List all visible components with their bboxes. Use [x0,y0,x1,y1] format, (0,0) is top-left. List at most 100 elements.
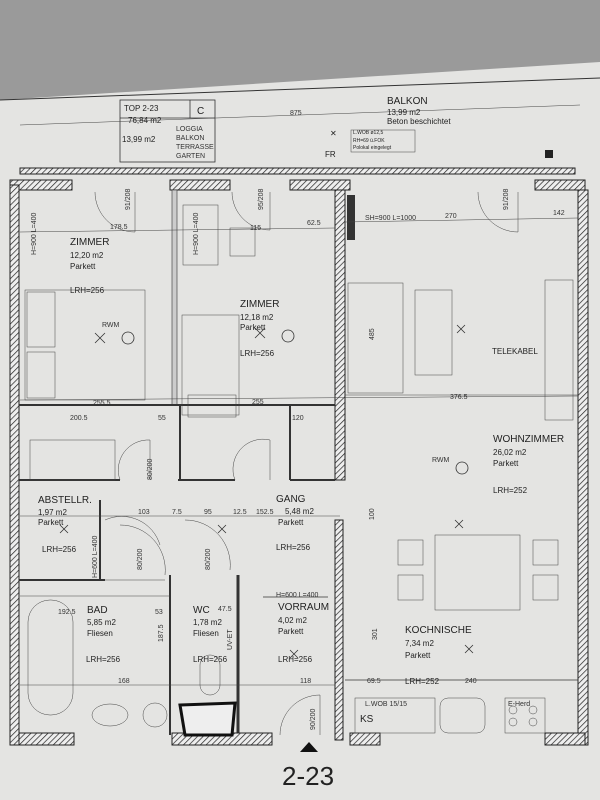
room-height: LRH=256 [86,655,121,664]
room-floor: Parkett [405,651,431,660]
dim-label: 187.5 [158,624,165,642]
dim-label: 103 [138,509,150,516]
room-height: LRH=252 [405,677,440,686]
balcony-name: BALKON [387,96,428,107]
room-vorraum: VORRAUM 4,02 m2 Parkett LRH=256 H=600 L=… [263,592,329,664]
room-height: LRH=256 [42,545,77,554]
room-floor: Parkett [38,518,64,527]
note-line: RH=69 ü.FOK [353,138,385,144]
room-area: 5,48 m2 [285,507,314,516]
balcony-surface: Beton beschichtet [387,117,451,126]
unit-number: TOP 2-23 [124,104,159,113]
room-area: 1,78 m2 [193,618,222,627]
door-swing-living [477,191,519,233]
sink [439,697,486,734]
door-swing-abstell [104,516,161,546]
radiator-label: H=900 L=400 [193,212,200,255]
light-x-icon: ✕ [330,129,337,138]
washbasin [91,703,129,727]
dim-label: 152.5 [256,509,274,516]
room-height: LRH=256 [278,655,313,664]
door-swing-bad [119,524,166,576]
dim-label: 240 [465,678,477,685]
dim-label: 91/208 [503,188,510,210]
dim-label: 80/200 [147,458,154,480]
room-floor: Parkett [278,518,304,527]
door-swing-gang2 [232,438,271,481]
room-name: ZIMMER [240,299,279,310]
room-floor: Parkett [278,627,304,636]
room-name: KOCHNISCHE [405,625,472,636]
room-name: WOHNZIMMER [493,434,564,445]
dim-label: 192.5 [58,609,76,616]
dim-label: 118 [300,678,311,685]
dim-label: 142 [553,210,565,217]
toilet [199,654,221,696]
dim-label: 95 [204,509,212,516]
dim-label: 301 [372,628,379,640]
telekabel-label: TELEKABEL [492,347,538,356]
door-swing-z1 [94,191,136,233]
note-line: Polokal eingelegt [353,145,392,151]
dim-label: 376.5 [450,394,468,401]
stove [504,697,546,734]
dimension-labels: 178.5 255.5 115 62.5 255 270 142 376.5 4… [19,188,579,730]
kitchen-counter [354,697,436,734]
paper-edge [0,0,600,100]
room-floor: Parkett [493,459,519,468]
outdoor-type: BALKON [176,135,204,142]
dim-label: 255 [252,399,264,406]
dim-label: 69.5 [367,678,381,685]
light-fixture-icons [59,324,474,659]
meter-label: L.WOB 15/15 [365,701,407,708]
dim-label: 875 [290,110,302,117]
room-floor: Fliesen [87,629,113,638]
room-wohnzimmer: WOHNZIMMER 26,02 m2 Parkett LRH=252 RWM [432,434,564,495]
smoke-detector-label: RWM [102,322,120,329]
room-zimmer-2: ZIMMER 12,18 m2 Parkett LRH=256 [240,299,279,358]
entry-arrow-icon [300,742,318,752]
dim-label: 80/200 [137,548,144,570]
radiator-label: H=600 L=400 [92,535,99,578]
room-wc: WC 1,78 m2 Fliesen LRH=256 UV-ET [193,605,234,664]
door-swing-z2 [231,191,271,231]
outdoor-area: 13,99 m2 [122,135,156,144]
door-swing-gang1 [118,439,151,481]
dim-label: 120 [292,415,304,422]
room-area: 26,02 m2 [493,448,527,457]
unit-info-box: TOP 2-23 76,84 m2 C 13,99 m2 LOGGIA BALK… [119,99,216,163]
room-height: LRH=256 [193,655,228,664]
room-floor: Parkett [240,323,266,332]
dim-label: 100 [369,508,376,520]
dim-label: 270 [445,213,457,220]
balcony: 875 BALKON 13,99 m2 Beton beschichtet L.… [19,96,581,175]
room-name: GANG [276,494,306,505]
bathtub [27,599,74,716]
doors [94,191,519,736]
room-name: VORRAUM [278,602,329,613]
room-height: LRH=256 [276,543,311,552]
room-floor: Fliesen [193,629,219,638]
stove-label: E-Herd [508,701,530,708]
room-gang: GANG 5,48 m2 Parkett LRH=256 [276,494,314,552]
room-name: ZIMMER [70,237,109,248]
room-area: 7,34 m2 [405,639,434,648]
dim-label: 7.5 [172,509,182,516]
ks-label: KS [360,714,374,725]
uv-label: UV-ET [227,629,234,650]
dim-label: 12.5 [233,509,247,516]
furniture [24,204,574,734]
room-name: BAD [87,605,108,616]
radiator-label: H=600 L=400 [276,592,319,599]
dim-label: 95/208 [258,188,265,210]
drain-icon [545,150,553,158]
radiator-label: H=900 L=400 [31,212,38,255]
dim-label: 168 [118,678,130,685]
dim-label: 55 [158,415,166,422]
balcony-outer-line [0,77,600,101]
dim-label: 47.5 [218,606,232,613]
door-swing-wc [184,519,231,571]
dim-label: 485 [369,328,376,340]
smoke-detector-label: RWM [432,457,450,464]
unit-label: 2-23 [282,761,334,791]
